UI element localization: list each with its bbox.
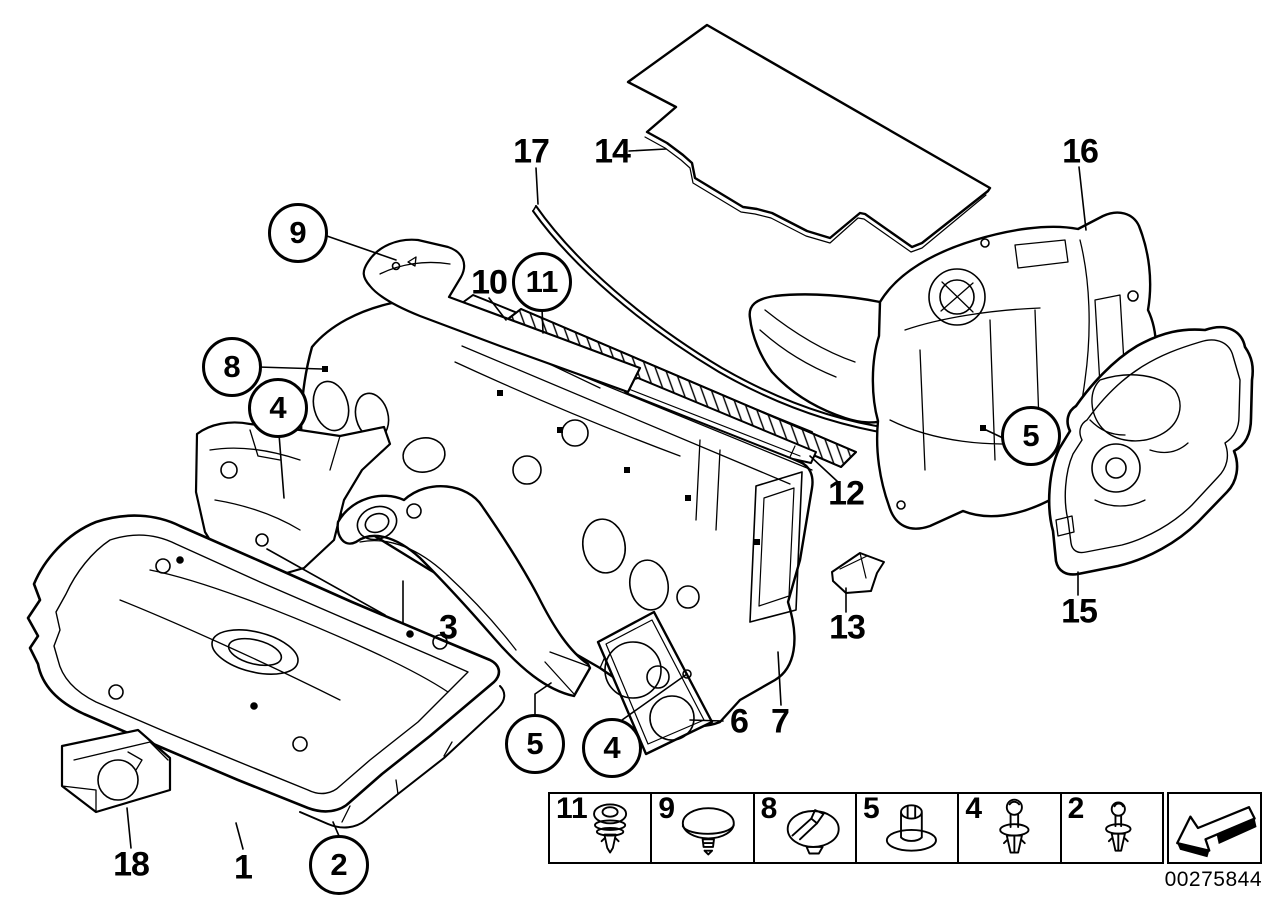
- callout-12[interactable]: 12: [828, 474, 865, 513]
- callout-13[interactable]: 13: [829, 608, 866, 647]
- legend-number: 9: [658, 792, 676, 825]
- callout-11[interactable]: 11: [512, 252, 572, 312]
- callout-16[interactable]: 16: [1062, 132, 1099, 171]
- callout-1[interactable]: 1: [234, 848, 253, 887]
- callout-6[interactable]: 6: [730, 702, 749, 741]
- expanding-rivet-icon: [999, 798, 1030, 854]
- part-13-wedge: [831, 552, 885, 594]
- grommet-plug-icon: [885, 804, 937, 852]
- part-4-bracket-left: [194, 421, 392, 582]
- turnlock-fastener-icon: [786, 809, 840, 855]
- callout-4-center[interactable]: 4: [582, 718, 642, 778]
- callout-3[interactable]: 3: [439, 608, 458, 647]
- callout-4-left[interactable]: 4: [248, 378, 308, 438]
- leader-lines: [126, 148, 1087, 850]
- clip-position-dots: [322, 366, 986, 545]
- part-15-door-insulation: [1047, 325, 1255, 576]
- fastener-legend: 11 9 8 5: [548, 792, 1164, 864]
- legend-cell-2[interactable]: 2: [1062, 792, 1162, 862]
- callout-5-right[interactable]: 5: [1001, 406, 1061, 466]
- legend-number: 8: [760, 792, 778, 825]
- legend-number: 11: [556, 792, 588, 825]
- legend-number: 5: [862, 792, 880, 825]
- part-18-pad: [60, 728, 172, 814]
- callout-9[interactable]: 9: [268, 203, 328, 263]
- direction-of-travel-arrow-icon: [1176, 806, 1257, 858]
- callout-15[interactable]: 15: [1061, 592, 1098, 631]
- callout-8[interactable]: 8: [202, 337, 262, 397]
- callout-18[interactable]: 18: [113, 845, 150, 884]
- callout-2[interactable]: 2: [309, 835, 369, 895]
- part-12-rail: [618, 377, 817, 464]
- strut-arm-bracket: [362, 238, 642, 394]
- sheet-metal-screw-clip-icon: [682, 807, 736, 856]
- document-number: 00275844: [1164, 868, 1262, 891]
- legend-cell-4[interactable]: 4: [959, 792, 1062, 862]
- callout-5-center[interactable]: 5: [505, 714, 565, 774]
- legend-cell-11[interactable]: 11: [550, 792, 653, 862]
- callout-17[interactable]: 17: [513, 132, 550, 171]
- callout-14[interactable]: 14: [594, 132, 631, 171]
- legend-cell-8[interactable]: 8: [755, 792, 857, 862]
- part-5-side-member-insulation: [336, 485, 592, 698]
- part-14-flat-insulation-sheet: [626, 23, 992, 253]
- cowl-rail-hatched: [503, 308, 857, 468]
- callout-10[interactable]: 10: [471, 263, 508, 302]
- legend-cell-5[interactable]: 5: [857, 792, 960, 862]
- callout-7[interactable]: 7: [771, 702, 790, 741]
- legend-cell-9[interactable]: 9: [652, 792, 755, 862]
- legend-number: 2: [1067, 792, 1085, 825]
- legend-number: 4: [965, 792, 982, 825]
- push-rivet-icon: [593, 803, 628, 854]
- expanding-rivet-small-icon: [1104, 801, 1132, 852]
- direction-arrow-box: [1167, 792, 1262, 864]
